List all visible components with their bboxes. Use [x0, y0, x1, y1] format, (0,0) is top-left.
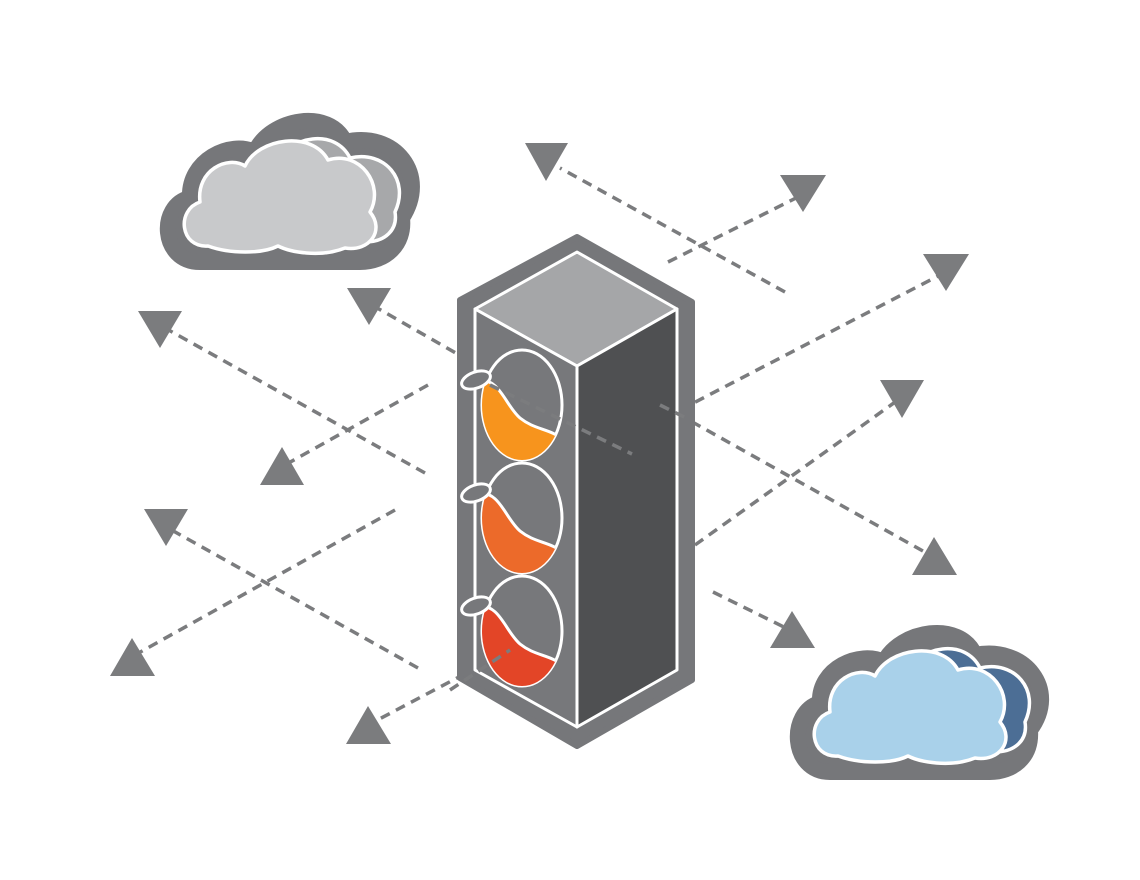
- front-dashes-group: [449, 383, 691, 692]
- dashed-arrow-icon: [525, 143, 568, 181]
- arrowheads-group: [110, 143, 969, 744]
- arrow-line-front-lower: [449, 648, 511, 692]
- dashed-arrow-icon: [346, 706, 391, 744]
- light-bottom: [460, 574, 564, 688]
- arrow-line-left-down: [284, 383, 429, 467]
- arrow-line-right-upper: [679, 273, 941, 412]
- arrow-line-front-upper: [489, 383, 633, 456]
- dashed-arrow-icon: [912, 537, 957, 575]
- dashed-arrow-icon: [780, 175, 826, 212]
- dashed-arrow-icon: [923, 254, 969, 291]
- dashed-arrow-icon: [347, 288, 391, 325]
- light-top: [460, 348, 564, 462]
- arrow-line-top-left: [559, 166, 786, 294]
- arrow-line-front-right: [659, 403, 691, 422]
- arrow-line-top-right: [667, 194, 801, 264]
- dashed-arrow-icon: [880, 380, 924, 418]
- arrow-line-mid-down-right: [661, 403, 931, 557]
- arrow-line-left-lower-up: [167, 526, 419, 670]
- blue-cloud-icon: [789, 625, 1049, 780]
- dashed-arrow-icon: [138, 311, 182, 348]
- dashed-arrow-icon: [770, 611, 815, 648]
- arrow-line-left-upper: [164, 326, 426, 475]
- tower-side-face: [575, 307, 679, 729]
- traffic-light-tower-icon: [457, 234, 695, 749]
- arrow-line-right-lower: [693, 398, 900, 547]
- gray-cloud-icon: [159, 112, 420, 270]
- arrow-line-bottom-right: [712, 590, 791, 632]
- dashed-arrow-icon: [144, 509, 188, 546]
- light-middle: [460, 461, 564, 575]
- dashed-arrow-icon: [260, 447, 304, 485]
- dashed-arrow-icon: [110, 638, 155, 676]
